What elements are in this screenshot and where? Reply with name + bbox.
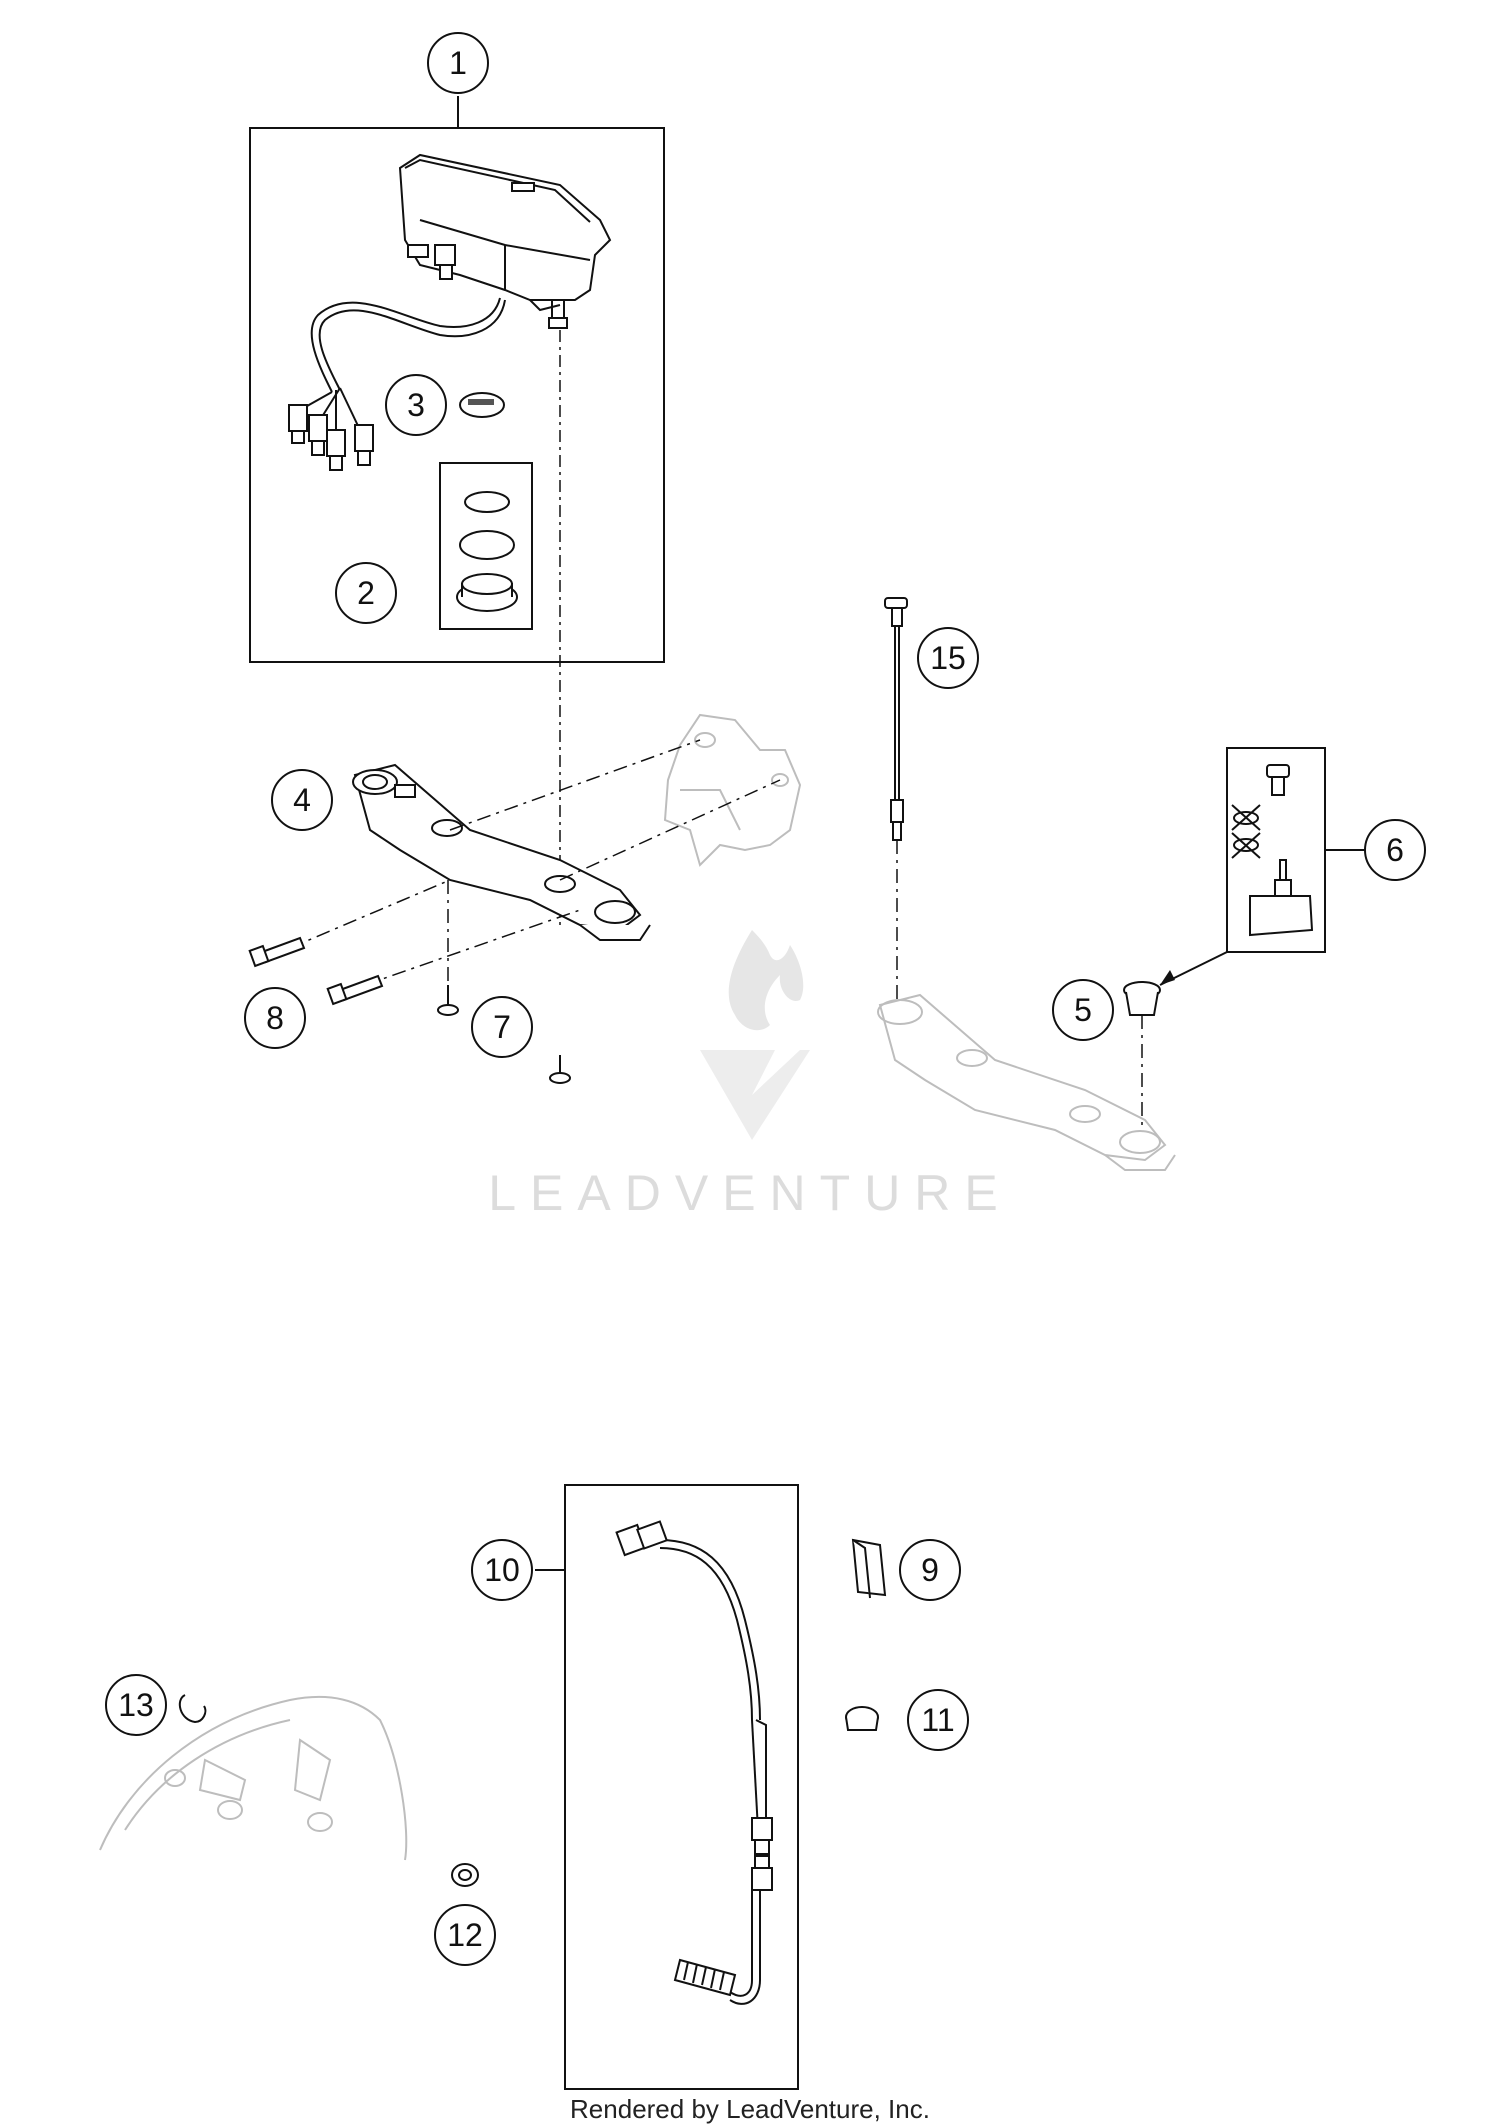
part-12-bushing[interactable] (451, 1863, 479, 1887)
guide-lines-4 (289, 739, 781, 986)
callout-9[interactable]: 9 (899, 1539, 961, 1601)
dashboard-unit (398, 153, 612, 329)
callout-5[interactable]: 5 (1052, 979, 1114, 1041)
ghost-brake-disc (99, 1695, 408, 1861)
callout-10[interactable]: 10 (471, 1539, 533, 1601)
callout-8[interactable]: 8 (244, 987, 306, 1049)
part-5-bushing[interactable] (1123, 981, 1161, 1130)
svg-text:4: 4 (293, 782, 311, 818)
part-7-screws[interactable] (437, 985, 571, 1084)
part-10-sensor-cable-group[interactable] (535, 1484, 799, 2090)
watermark-text: LEADVENTURE (488, 1165, 1012, 1221)
part-6-damper-kit[interactable] (1159, 747, 1365, 986)
callout-7[interactable]: 7 (471, 996, 533, 1058)
svg-text:7: 7 (493, 1009, 511, 1045)
svg-text:6: 6 (1386, 832, 1404, 868)
svg-text:15: 15 (930, 640, 966, 676)
callout-1[interactable]: 1 (427, 32, 489, 94)
part-2-seal-kit[interactable] (439, 462, 533, 630)
callout-13[interactable]: 13 (105, 1674, 167, 1736)
ghost-bracket-right (877, 993, 1176, 1171)
svg-text:12: 12 (447, 1917, 483, 1953)
part-15-rod[interactable] (884, 597, 908, 1000)
part-4-bracket[interactable] (352, 763, 651, 941)
footer-credit: Rendered by LeadVenture, Inc. (570, 2094, 930, 2124)
svg-text:13: 13 (118, 1687, 154, 1723)
svg-text:5: 5 (1074, 992, 1092, 1028)
svg-text:3: 3 (407, 387, 425, 423)
callout-6[interactable]: 6 (1364, 819, 1426, 881)
part-3-badge[interactable] (459, 392, 505, 418)
svg-text:2: 2 (357, 575, 375, 611)
connectors (288, 404, 374, 471)
callout-3[interactable]: 3 (385, 374, 447, 436)
svg-text:11: 11 (921, 1702, 954, 1738)
part-11-clip[interactable] (845, 1706, 879, 1731)
part-13-snap-ring[interactable] (178, 1694, 207, 1724)
part-8-bolts[interactable] (248, 936, 384, 1006)
callout-15[interactable]: 15 (917, 627, 979, 689)
callout-11[interactable]: 11 (907, 1689, 969, 1751)
svg-text:8: 8 (266, 1000, 284, 1036)
part-1-instrument-cluster-group[interactable] (249, 96, 665, 930)
callout-2[interactable]: 2 (335, 562, 397, 624)
watermark-logo (700, 930, 810, 1140)
svg-text:1: 1 (449, 45, 467, 81)
svg-text:10: 10 (484, 1552, 520, 1588)
ghost-clamp (663, 713, 802, 867)
callout-12[interactable]: 12 (434, 1904, 496, 1966)
part-9-clip[interactable] (851, 1538, 887, 1599)
svg-text:9: 9 (921, 1552, 939, 1588)
callout-4[interactable]: 4 (271, 769, 333, 831)
